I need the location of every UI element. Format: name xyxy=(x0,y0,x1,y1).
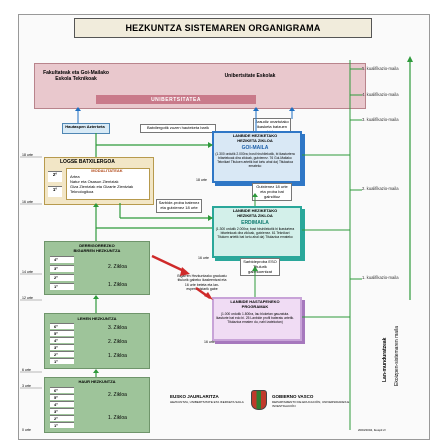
haur-course: 1º xyxy=(50,422,74,428)
lehen-course: 5º xyxy=(50,330,74,336)
lanbide-goi-box xyxy=(212,131,302,183)
batxilergo-item: Giza Zientziak eta Gizarte Zientziak xyxy=(70,184,134,189)
hastapeneko-box xyxy=(212,297,302,341)
dbh-course: 4º xyxy=(50,256,74,263)
access-test-box xyxy=(62,123,110,134)
lanbide-goi-body: (1.300 ordutik 2.000ra; bost hiruhilekot… xyxy=(215,152,295,168)
haur-title: HAUR HEZKUNTZA xyxy=(78,379,116,384)
lehen-course: 2º xyxy=(50,351,74,357)
lanbide-erdi-line2: HEZIKETA ZIKLOA xyxy=(237,213,273,218)
age-label: 0 urte xyxy=(22,428,31,432)
lanbide-erdi-level: ERDIMAILA xyxy=(241,220,269,226)
university-label-bar xyxy=(96,95,256,104)
red-note: Bigarren Hezkuntzako graduatu titulurik … xyxy=(177,274,227,291)
age-label: 6 urte xyxy=(22,368,31,372)
lanbide-erdi-body: (1.300 ordutik 2.000ra; bost hiruhilekot… xyxy=(215,227,295,239)
age-label: 16 urte xyxy=(22,200,33,204)
age-label-right: 16 urte xyxy=(198,256,209,260)
lanbide-goi-level: GOI-MAILA xyxy=(241,145,269,151)
batxilergo-subtitle: MODALITATEAK xyxy=(91,168,123,173)
batxilergo-title: LOGSE BATXILERGOA xyxy=(60,159,115,165)
lehen-course: 4º xyxy=(50,337,74,343)
haur-cycle: 1. Zikloa xyxy=(108,415,127,421)
dbh-course: 3º xyxy=(50,265,74,272)
age-label: 3 urte xyxy=(22,384,31,388)
batxilergo-item: Artea xyxy=(70,174,80,179)
hastapeneko-body: (1.000 ordutik 1.800ra, lau bloketan gau… xyxy=(215,312,295,324)
coat-of-arms-icon xyxy=(251,390,267,410)
lanbide-goi-line2: HEZIKETA ZIKLOA xyxy=(237,138,273,143)
dept-es-label: DEPARTAMENTO DE EDUCACIÓN, UNIVERSIDADES… xyxy=(272,400,350,408)
lehen-cycle: 1. Zikloa xyxy=(108,353,127,359)
access-note: Batxilergotik zuzen hauteketa barik xyxy=(140,124,216,133)
university-label: UNIBERTSITATEA xyxy=(151,97,201,103)
age-label: 18 urte xyxy=(22,153,33,157)
haur-course: 6º xyxy=(50,387,74,393)
haur-cycle: 2. Zikloa xyxy=(108,392,127,398)
lehen-course: 6º xyxy=(50,323,74,329)
age-label: 14 urte xyxy=(22,270,33,274)
batxilergo-item: Natur eta Osasun Zientziak xyxy=(70,179,119,184)
lehen-course: 1º xyxy=(50,358,74,364)
gov-eu-label: EUSKO JAURLARITZA xyxy=(170,394,219,399)
age-label-right: 18 urte xyxy=(196,178,207,182)
haur-course: 5º xyxy=(50,394,74,400)
batxilergo-course-2: 2º xyxy=(48,171,62,182)
hastapeneko-title-2: PROGRAMAK xyxy=(241,304,269,309)
dbh-course: 1º xyxy=(50,283,74,290)
university-faculty: Fakultateak eta Goi-Mailako Eskola Tekni… xyxy=(43,70,109,82)
qualification-level: 3. kualifikazio-maila xyxy=(362,117,399,122)
qualification-level: 4. kualifikazio-maila xyxy=(362,92,399,97)
dbh-cycle: 2. Zikloa xyxy=(108,264,127,270)
dept-eu-label: HEZKUNTZA, UNIBERTSITATE ETA IKERKETA SA… xyxy=(170,400,244,404)
batxilergo-course-1: 1º xyxy=(48,186,62,197)
lehen-course: 3º xyxy=(50,344,74,350)
page-title: HEZKUNTZA SISTEMAREN ORGANIGRAMA xyxy=(74,18,372,38)
batxilergo-modalities xyxy=(66,168,150,200)
gov-es-label: GOBIERNO VASCO xyxy=(272,394,314,399)
dbh-cycle: 1. Zikloa xyxy=(108,282,127,288)
lanbide-erdi-box xyxy=(212,206,302,258)
footer-code: 2003/2004, Ikuspil 2/ xyxy=(358,428,386,432)
age-label-right: 16 urte xyxy=(204,340,215,344)
erdi-note: Sarbideproba ESO Titulurik gabekoentzat xyxy=(240,258,280,277)
lehen-title: LEHEN HEZKUNTZA xyxy=(77,316,117,321)
middle-note-2: Sarbide-proba batenez eta gutxienez 18 u… xyxy=(156,199,202,213)
batxilergo-item: Teknologikoa xyxy=(70,189,94,194)
access-test-label: Hautaspen Azterketa xyxy=(65,124,105,129)
dbh-title-1: DERRIGORREZKO xyxy=(79,243,115,248)
dbh-title-2: BIGARREN HEZKUNTZA xyxy=(73,248,121,253)
middle-note: Gutxienez 18 urte eta proba bat gainditu… xyxy=(252,183,292,202)
age-label: 12 urte xyxy=(22,296,33,300)
lehen-cycle: 2. Zikloa xyxy=(108,339,127,345)
qualification-level: 2. kualifikazio-maila xyxy=(362,186,399,191)
qualification-level: 1. kualifikazio-maila xyxy=(362,275,399,280)
qualification-level: 5. kualifikazio-maila xyxy=(362,66,399,71)
haur-course: 3º xyxy=(50,408,74,414)
haur-course: 2º xyxy=(50,415,74,421)
lanbide-goi-line1: LANBIDE HEZIKETAKO xyxy=(232,133,278,138)
university-schools: Unibertsitate Eskolak xyxy=(224,73,276,79)
haur-course: 4º xyxy=(50,401,74,407)
hastapeneko-title-1: LANBIDE HASTAPENEKO xyxy=(230,299,280,304)
lehen-cycle: 3. Zikloa xyxy=(108,325,127,331)
lanbide-erdi-line1: LANBIDE HEZIKETAKO xyxy=(232,208,278,213)
dbh-course: 2º xyxy=(50,274,74,281)
